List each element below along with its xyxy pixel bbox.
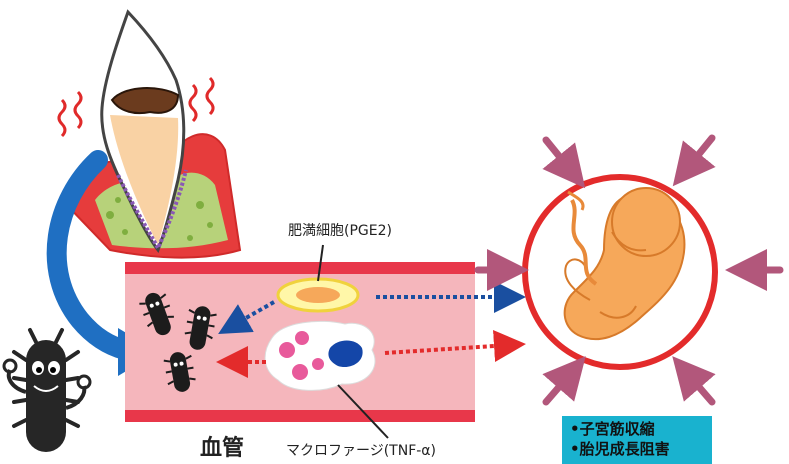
macrophage: [264, 320, 376, 391]
macrophage-label: マクロファージ(TNF-α): [286, 443, 437, 459]
mast-cell-label: 肥満細胞(PGE2): [288, 223, 392, 239]
effect-item: •子宮筋収縮: [570, 420, 655, 438]
inflammation-marks: [57, 76, 215, 138]
bone-spots: [106, 197, 213, 241]
mast-to-bacteria-arrow: [218, 300, 275, 334]
macrophage-callout: [337, 384, 389, 439]
bacteria-character: [2, 328, 92, 452]
tooth-root: [110, 115, 179, 245]
bacteria-cluster: [139, 292, 217, 392]
blood-vessel-label: 血管: [200, 436, 245, 461]
mast-cell-callout: [317, 244, 324, 282]
contraction-arrows: [474, 134, 784, 406]
bacterium: [139, 292, 174, 336]
bacterium: [163, 352, 196, 392]
mast-cell: [276, 277, 360, 313]
big-blue-arrow: [46, 150, 135, 360]
effects-box: •子宮筋収縮 •胎児成長阻害: [562, 416, 712, 464]
calculus: [110, 87, 180, 115]
periodontal-pocket: [116, 169, 188, 253]
umbilical-cord: [570, 199, 598, 286]
womb: [522, 174, 718, 370]
bacterium: [184, 306, 217, 350]
tooth-gum-illustration: [57, 9, 242, 259]
effect-item: •胎児成長阻害: [570, 440, 670, 458]
